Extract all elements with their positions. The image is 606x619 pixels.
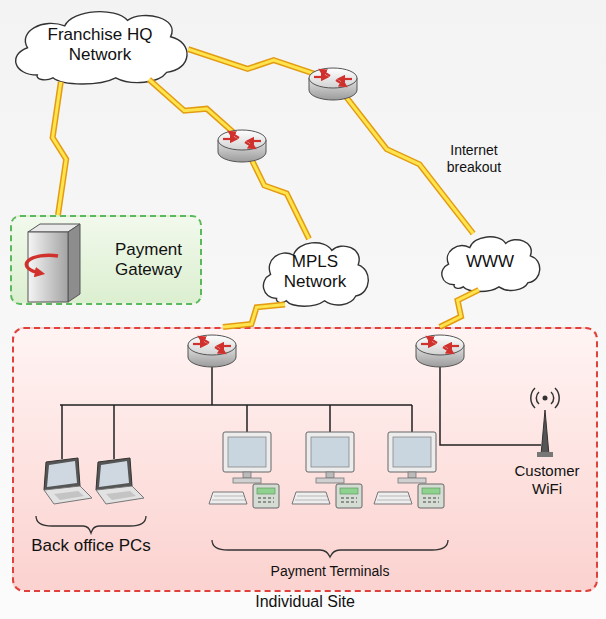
- terminal-icon: [374, 432, 444, 508]
- node-label: MPLS Network: [275, 252, 355, 293]
- node-label: Individual Site: [14, 592, 596, 611]
- lightning-link: [53, 82, 67, 215]
- terminal-icon: [209, 432, 279, 508]
- device-group-label: Customer WiFi: [505, 462, 589, 498]
- link-label: Internet breakout: [430, 142, 518, 176]
- payment-gateway-box: Payment Gateway: [10, 215, 202, 305]
- lightning-link: [188, 49, 473, 233]
- lightning-link: [149, 79, 309, 238]
- lan-wire: [60, 357, 541, 459]
- server-icon: [26, 224, 80, 302]
- router-symbol: [309, 68, 357, 100]
- router-symbol: [218, 130, 266, 162]
- laptop-icon: [96, 458, 144, 504]
- network-cloud: Franchise HQ Network: [2, 4, 198, 86]
- router-symbol: [416, 335, 464, 367]
- network-cloud: MPLS Network: [255, 236, 375, 308]
- laptop-icon: [44, 458, 92, 504]
- lightning-link: [440, 290, 479, 327]
- node-label: Franchise HQ Network: [30, 25, 170, 66]
- node-label: Payment Gateway: [101, 240, 196, 281]
- device-group-label: Payment Terminals: [230, 563, 430, 580]
- terminal-icon: [292, 432, 362, 508]
- lightning-link: [223, 304, 285, 327]
- router-symbol: [188, 335, 236, 367]
- network-cloud: WWW: [434, 231, 546, 293]
- wifi-antenna: [531, 388, 559, 457]
- node-label: WWW: [466, 252, 514, 272]
- device-group-label: Back office PCs: [6, 536, 176, 556]
